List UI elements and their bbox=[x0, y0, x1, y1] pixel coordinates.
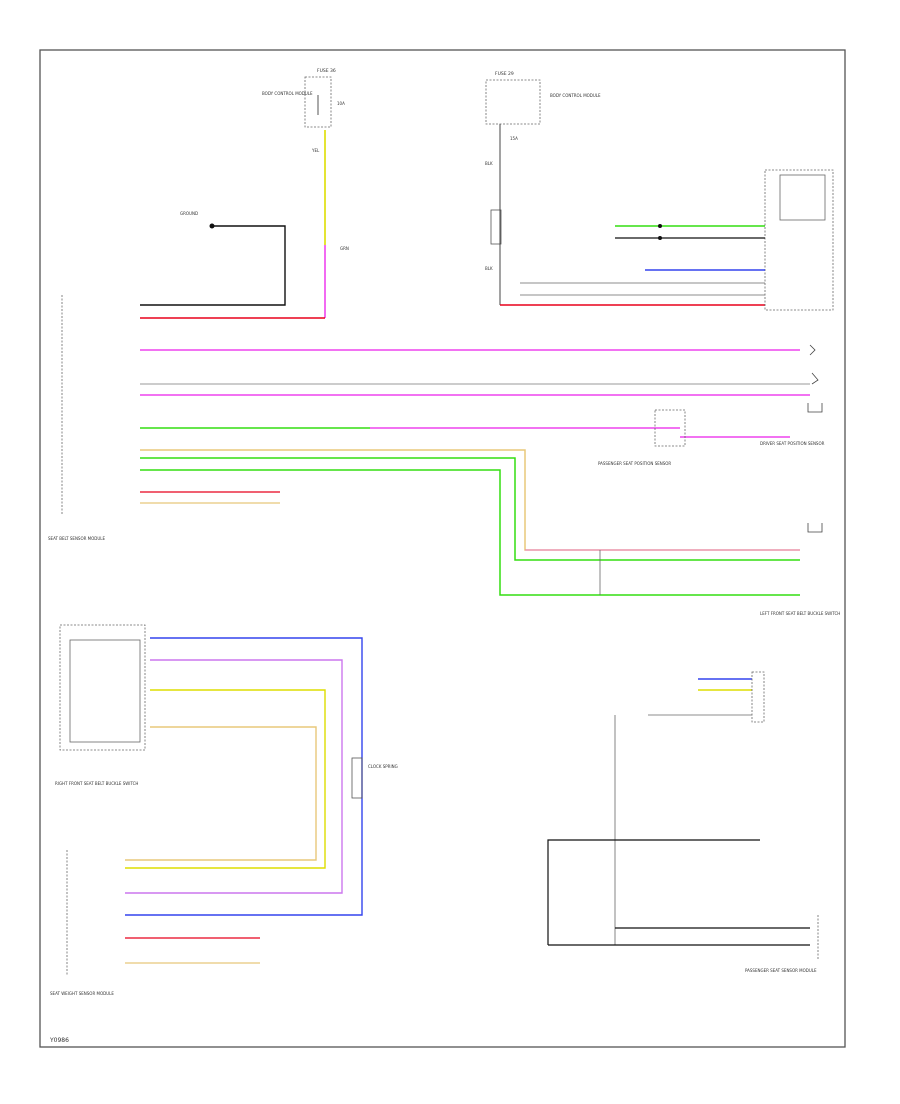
sdm-module: SEAT BELT SENSOR MODULE bbox=[48, 295, 106, 541]
bottom-left-module: SEAT WEIGHT SENSOR MODULE bbox=[50, 850, 114, 996]
right-top-module bbox=[520, 169, 834, 311]
clock-spring-label: CLOCK SPRING bbox=[368, 764, 398, 769]
bottom-left-mod-label: SEAT WEIGHT SENSOR MODULE bbox=[50, 991, 114, 996]
right-end-connectors: DRIVER SEAT POSITION SENSOR bbox=[760, 344, 825, 446]
top-center-fuse-amp: 10A bbox=[337, 101, 345, 106]
bottom-right-mod-label: PASSENGER SEAT SENSOR MODULE bbox=[745, 968, 817, 973]
wire-violet-loop bbox=[125, 659, 343, 894]
bottom-right-block: PASSENGER SEAT SENSOR MODULE bbox=[547, 671, 819, 973]
right-sensor-label: DRIVER SEAT POSITION SENSOR bbox=[760, 441, 825, 446]
top-right-wire2: BLK bbox=[485, 266, 493, 271]
top-right-fuse-block: FUSE 29 BODY CONTROL MODULE 15A BLK BLK bbox=[485, 71, 601, 271]
wire-yellow-loop bbox=[125, 689, 326, 869]
lower-right-connector: LEFT FRONT SEAT BELT BUCKLE SWITCH bbox=[599, 523, 840, 616]
wire-tan-drop bbox=[140, 449, 800, 551]
passenger-sensor-bracket: PASSENGER SEAT POSITION SENSOR bbox=[598, 409, 686, 466]
top-center-fuse-label: BODY CONTROL MODULE bbox=[262, 91, 313, 96]
top-right-fuse-title: FUSE 29 bbox=[495, 71, 514, 77]
left-sensor-label: PASSENGER SEAT POSITION SENSOR bbox=[598, 461, 671, 466]
top-center-fuse-block: FUSE 36 BODY CONTROL MODULE 10A YEL GRN bbox=[262, 68, 349, 251]
top-center-fuse-title: FUSE 36 bbox=[317, 68, 336, 74]
clock-spring: CLOCK SPRING bbox=[351, 757, 398, 799]
top-right-fuse-label: BODY CONTROL MODULE bbox=[550, 93, 601, 98]
top-center-wire2: GRN bbox=[340, 246, 349, 251]
wire-green-drop-1 bbox=[140, 457, 800, 561]
footer-code: Y0986 bbox=[49, 1037, 69, 1044]
ground-loop: GROUND bbox=[140, 211, 286, 306]
diagram-frame bbox=[39, 49, 846, 1048]
left-buckle-label: LEFT FRONT SEAT BELT BUCKLE SWITCH bbox=[760, 611, 840, 616]
ground-label: GROUND bbox=[180, 211, 198, 216]
sdm-label: SEAT BELT SENSOR MODULE bbox=[48, 536, 106, 541]
top-right-wire1: BLK bbox=[485, 161, 493, 166]
top-center-wire1: YEL bbox=[311, 148, 320, 153]
top-right-fuse-amp: 15A bbox=[510, 136, 518, 141]
wire-tan-loop bbox=[125, 726, 317, 861]
left-buckle-switch: RIGHT FRONT SEAT BELT BUCKLE SWITCH bbox=[55, 624, 146, 786]
wire-green-step bbox=[370, 428, 680, 437]
right-buckle-label: RIGHT FRONT SEAT BELT BUCKLE SWITCH bbox=[55, 781, 138, 786]
wire-green-drop-2 bbox=[140, 469, 800, 596]
wire-blue-loop bbox=[125, 637, 363, 916]
